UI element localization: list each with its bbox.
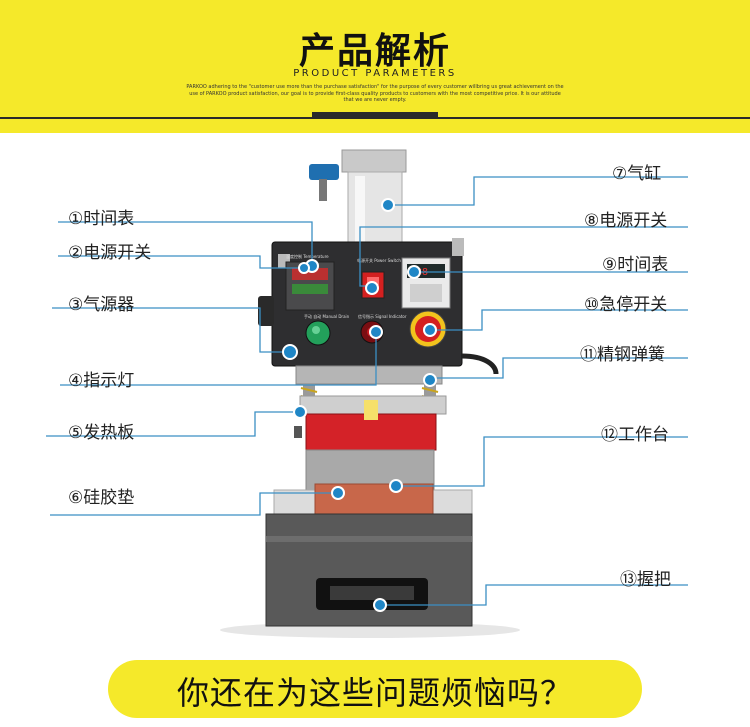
pointer-dots: [282, 198, 437, 612]
air-hose: [461, 353, 499, 375]
label-air-regulator: ③气源器: [68, 295, 135, 315]
pointer-timer: [407, 265, 421, 279]
pointer-cylinder: [381, 198, 395, 212]
label-power-switch-left: ②电源开关: [68, 243, 152, 263]
label-timer-right: ⑨时间表: [602, 255, 669, 275]
pointer-emergency-stop: [423, 323, 437, 337]
pointer-handle: [373, 598, 387, 612]
air-regulator-knob: [258, 296, 274, 326]
power-switch-rocker: [367, 277, 379, 285]
pointer-worktable: [389, 479, 403, 493]
page-subtitle: PRODUCT PARAMETERS: [293, 68, 457, 79]
label-worktable: ⑫工作台: [601, 425, 669, 445]
label-indicator: ④指示灯: [68, 371, 135, 391]
panel-bracket: [452, 238, 464, 256]
pointer-silicone-pad: [331, 486, 345, 500]
label-silicone-pad: ⑥硅胶垫: [68, 488, 135, 508]
pointer-heating-plate: [293, 405, 307, 419]
header-fine-print: PARKOO adhering to the "customer use mor…: [186, 84, 564, 103]
pointer-power-switch: [365, 281, 379, 295]
label-cylinder: ⑦气缸: [612, 164, 662, 184]
timer-keys: [410, 284, 442, 302]
grip-handle-inset: [330, 586, 414, 600]
header-divider: [0, 117, 750, 119]
temp-display-bottom: [292, 284, 328, 294]
bottom-banner-text: 你还在为这些问题烦恼吗？: [176, 674, 573, 712]
temp-label: 温度控制 Temperature: [286, 253, 329, 259]
cylinder-cap: [341, 149, 407, 173]
cylinder-highlight: [355, 176, 365, 246]
plate-knob: [294, 426, 302, 438]
pointer-indicator: [369, 325, 383, 339]
power-label: 电源开关 Power Switch: [357, 257, 401, 263]
label-timer-left: ①时间表: [68, 209, 135, 229]
page-title: 产品解析: [298, 31, 451, 72]
signal-label: 信号指示 Signal Indicator: [358, 313, 407, 319]
label-emergency-stop: ⑩急停开关: [584, 295, 668, 315]
header-divider-mark: [312, 112, 438, 117]
label-steel-spring: ⑪精钢弹簧: [580, 345, 665, 365]
pointer-air-regulator: [282, 344, 298, 360]
label-handle: ⑬握把: [620, 570, 671, 590]
header-band: 产品解析 PRODUCT PARAMETERS PARKOO adhering …: [0, 0, 750, 133]
manual-button-highlight: [312, 326, 320, 334]
base-groove: [266, 536, 472, 542]
frame-neck: [295, 365, 443, 385]
machine-body: [305, 449, 435, 491]
air-fitting-stem: [319, 179, 327, 201]
pointer-spring: [423, 373, 437, 387]
warning-label: [364, 400, 378, 420]
manual-label: 手动 自动 Manual Drain: [304, 313, 350, 319]
label-heating-plate: ⑤发热板: [68, 423, 135, 443]
pointer-power-left: [298, 262, 310, 274]
air-fitting: [309, 164, 339, 180]
bottom-banner: 你还在为这些问题烦恼吗？: [108, 660, 642, 718]
label-power-switch-right: ⑧电源开关: [584, 211, 668, 231]
